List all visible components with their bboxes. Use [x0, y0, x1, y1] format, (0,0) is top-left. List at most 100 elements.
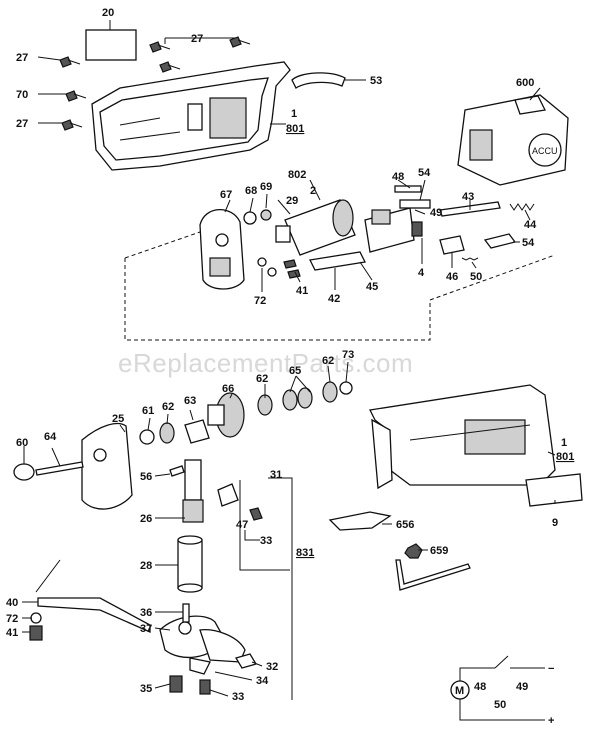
circuit-48: 48	[474, 681, 486, 693]
leader-40-dashed	[35, 559, 61, 593]
label-25: 25	[112, 413, 124, 425]
part-34	[189, 657, 211, 675]
leader-831	[239, 480, 290, 571]
screws-27	[59, 36, 251, 131]
plunger-26	[182, 459, 204, 523]
label-801-top: 801	[286, 123, 304, 135]
label-656: 656	[396, 519, 414, 531]
label-27-left: 27	[16, 52, 28, 64]
spring-44	[509, 203, 535, 211]
label-42: 42	[328, 293, 340, 305]
label-26: 26	[140, 513, 152, 525]
switch-assembly	[364, 185, 431, 253]
nut-69	[260, 209, 272, 221]
washer-73	[339, 381, 353, 395]
contact-plate-42	[309, 251, 366, 271]
label-831: 831	[296, 547, 314, 559]
label-41-bottom: 41	[6, 627, 18, 639]
washer-68	[243, 211, 257, 225]
label-50: 50	[470, 271, 482, 283]
label-70: 70	[16, 89, 28, 101]
label-plate	[85, 29, 137, 61]
gear-66	[207, 392, 245, 438]
label-62-a: 62	[256, 373, 268, 385]
label-33-mid: 33	[260, 535, 272, 547]
label-48: 48	[392, 171, 404, 183]
clip-54b	[483, 233, 517, 249]
label-32: 32	[266, 661, 278, 673]
shoe-37	[159, 603, 246, 663]
label-45: 45	[366, 281, 378, 293]
label-34: 34	[256, 675, 269, 687]
label-801-right: 801	[556, 451, 574, 463]
pin-56	[169, 465, 185, 477]
label-27-top: 27	[191, 33, 203, 45]
label-46: 46	[446, 271, 458, 283]
label-49: 49	[430, 207, 442, 219]
label-2: 2	[310, 185, 316, 197]
label-31: 31	[270, 469, 282, 481]
label-72-top: 72	[254, 295, 266, 307]
screw-41b	[29, 625, 43, 641]
label-66: 66	[222, 383, 234, 395]
circuit-plus: +	[548, 715, 554, 727]
label-73: 73	[342, 349, 354, 361]
label-72-bottom: 72	[6, 613, 18, 625]
guide-tube-28	[177, 535, 203, 593]
label-69: 69	[260, 181, 272, 193]
spring-50	[461, 257, 479, 261]
housing-right-half	[369, 384, 556, 490]
screws-41-72	[257, 257, 301, 279]
label-40: 40	[6, 597, 18, 609]
label-9: 9	[552, 517, 558, 529]
clip-53	[291, 72, 346, 89]
label-29: 29	[286, 195, 298, 207]
label-36: 36	[140, 607, 152, 619]
label-27-bottom: 27	[16, 118, 28, 130]
group-outline-motor	[124, 231, 556, 341]
label-44: 44	[524, 219, 537, 231]
label-28: 28	[140, 560, 152, 572]
watermark: eReplacementParts.com	[118, 348, 413, 378]
label-65: 65	[289, 365, 301, 377]
label-37: 37	[140, 623, 152, 635]
circuit-49: 49	[516, 681, 528, 693]
blade-656	[328, 511, 392, 531]
bearing-62c	[159, 422, 175, 444]
circuit-50: 50	[494, 699, 506, 711]
needle-bearings-62-65	[257, 381, 338, 416]
screw-33b	[199, 679, 211, 695]
label-47: 47	[236, 519, 248, 531]
washer-61	[139, 429, 155, 445]
label-62-b: 62	[322, 355, 334, 367]
housing-left-half	[91, 61, 291, 171]
leader-lines	[22, 20, 556, 697]
circuit-diagram: M − + 48 49 50	[450, 655, 554, 727]
circuit-motor-label: M	[455, 685, 464, 697]
label-1-top: 1	[291, 108, 297, 120]
screw-35	[169, 675, 183, 693]
label-54-top: 54	[418, 167, 431, 179]
hex-key-659	[395, 543, 471, 591]
label-63: 63	[184, 395, 196, 407]
motor-2	[275, 199, 356, 256]
label-56: 56	[140, 471, 152, 483]
label-35: 35	[140, 683, 152, 695]
label-64: 64	[44, 431, 57, 443]
circuit-minus: −	[548, 663, 554, 675]
blade-40	[37, 597, 151, 633]
battery-pack: ACCU	[457, 94, 569, 186]
label-60: 60	[16, 437, 28, 449]
label-659: 659	[430, 545, 448, 557]
bracket-831	[268, 477, 293, 700]
label-1-right: 1	[561, 437, 567, 449]
contact-46	[439, 235, 465, 255]
label-62-c: 62	[162, 401, 174, 413]
label-4: 4	[418, 267, 425, 279]
knob-and-bolt	[13, 461, 84, 481]
washer-72b	[30, 612, 42, 624]
label-61: 61	[142, 405, 154, 417]
label-67: 67	[220, 189, 232, 201]
label-802: 802	[288, 169, 306, 181]
